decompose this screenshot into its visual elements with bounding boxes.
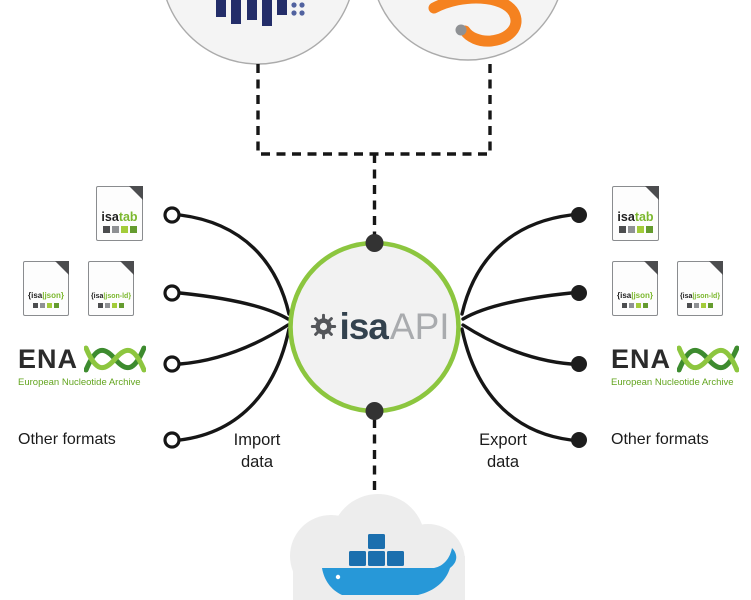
dna-helix-icon: [677, 345, 740, 373]
grey-dot-icon: [455, 24, 467, 36]
isatab-file-icon: isatab: [96, 186, 143, 241]
isatab-label: isatab: [617, 209, 654, 224]
isajson-label: {isa|json}: [28, 292, 64, 300]
color-squares-icon: [98, 303, 124, 308]
node-top: [365, 234, 384, 252]
isajsonld-label-black: {isa: [679, 293, 693, 300]
isatab-label-black: isa: [101, 209, 119, 224]
isatab-label-black: isa: [617, 209, 635, 224]
isa-wordmark: isa: [339, 305, 388, 347]
color-squares-icon: [622, 303, 648, 308]
export-label-line2: data: [486, 453, 520, 472]
isajsonld-file-icon: {isa|json-ld}: [677, 261, 723, 316]
color-squares-icon: [687, 303, 713, 308]
other-formats-label-left: Other formats: [18, 431, 116, 448]
isajson-label-green: |json}: [42, 291, 65, 300]
ena-full-name: European Nucleotide Archive: [611, 377, 734, 388]
color-squares-icon: [618, 226, 653, 233]
export-data-label: Export data: [463, 429, 543, 474]
page-fold-icon: [709, 261, 723, 275]
isatab-label: isatab: [101, 209, 138, 224]
export-curves: [460, 213, 573, 442]
import-data-label: Import data: [217, 429, 297, 474]
import-label-line1: Import: [233, 431, 281, 449]
docker-containers-icon: [349, 534, 404, 566]
page-fold-icon: [55, 261, 69, 275]
isatab-file-icon: isatab: [612, 186, 659, 241]
isajsonld-label-green: |json-ld}: [103, 293, 132, 300]
dna-helix-icon: [84, 345, 147, 373]
isajson-file-icon: {isa|json}: [23, 261, 69, 316]
dashed-connector-top: [256, 58, 492, 240]
partner-logo-left-icon: [216, 0, 305, 26]
isajson-label-black: {isa: [616, 291, 632, 300]
orange-swirl-icon: [428, 0, 522, 47]
isajson-label: {isa|json}: [617, 292, 653, 300]
ena-full-name: European Nucleotide Archive: [18, 377, 141, 388]
color-squares-icon: [33, 303, 59, 308]
export-endpoints: [571, 207, 587, 448]
isajsonld-label-green: |json-ld}: [692, 293, 721, 300]
isatab-label-green: tab: [634, 209, 654, 224]
page-fold-icon: [644, 261, 658, 275]
ena-logo: ENA European Nucleotide Archive: [18, 343, 147, 388]
api-wordmark: API: [389, 305, 450, 347]
export-label-line1: Export: [479, 431, 527, 449]
isajson-label-green: |json}: [631, 291, 654, 300]
page-fold-icon: [645, 186, 659, 200]
import-label-line2: data: [240, 453, 274, 472]
isajson-file-icon: {isa|json}: [612, 261, 658, 316]
isajsonld-file-icon: {isa|json-ld}: [88, 261, 134, 316]
isajsonld-label-black: {isa: [90, 293, 104, 300]
node-bottom: [365, 402, 384, 420]
import-endpoints: [163, 206, 181, 449]
color-squares-icon: [102, 226, 137, 233]
docker-icon: [290, 494, 465, 600]
docker-whale-body-icon: [322, 548, 457, 595]
ena-acronym: ENA: [611, 343, 672, 374]
ena-acronym: ENA: [18, 343, 79, 374]
partner-circle-left: [166, 0, 350, 65]
isajsonld-label: {isa|json-ld}: [680, 293, 720, 300]
page-fold-icon: [120, 261, 134, 275]
isatab-label-green: tab: [118, 209, 138, 224]
import-curves: [178, 213, 291, 442]
ena-logo: ENA European Nucleotide Archive: [611, 343, 740, 388]
other-formats-label-right: Other formats: [611, 431, 709, 448]
isajsonld-label: {isa|json-ld}: [91, 293, 131, 300]
gear-icon: [311, 313, 337, 339]
page-fold-icon: [129, 186, 143, 200]
isajson-label-black: {isa: [27, 291, 43, 300]
